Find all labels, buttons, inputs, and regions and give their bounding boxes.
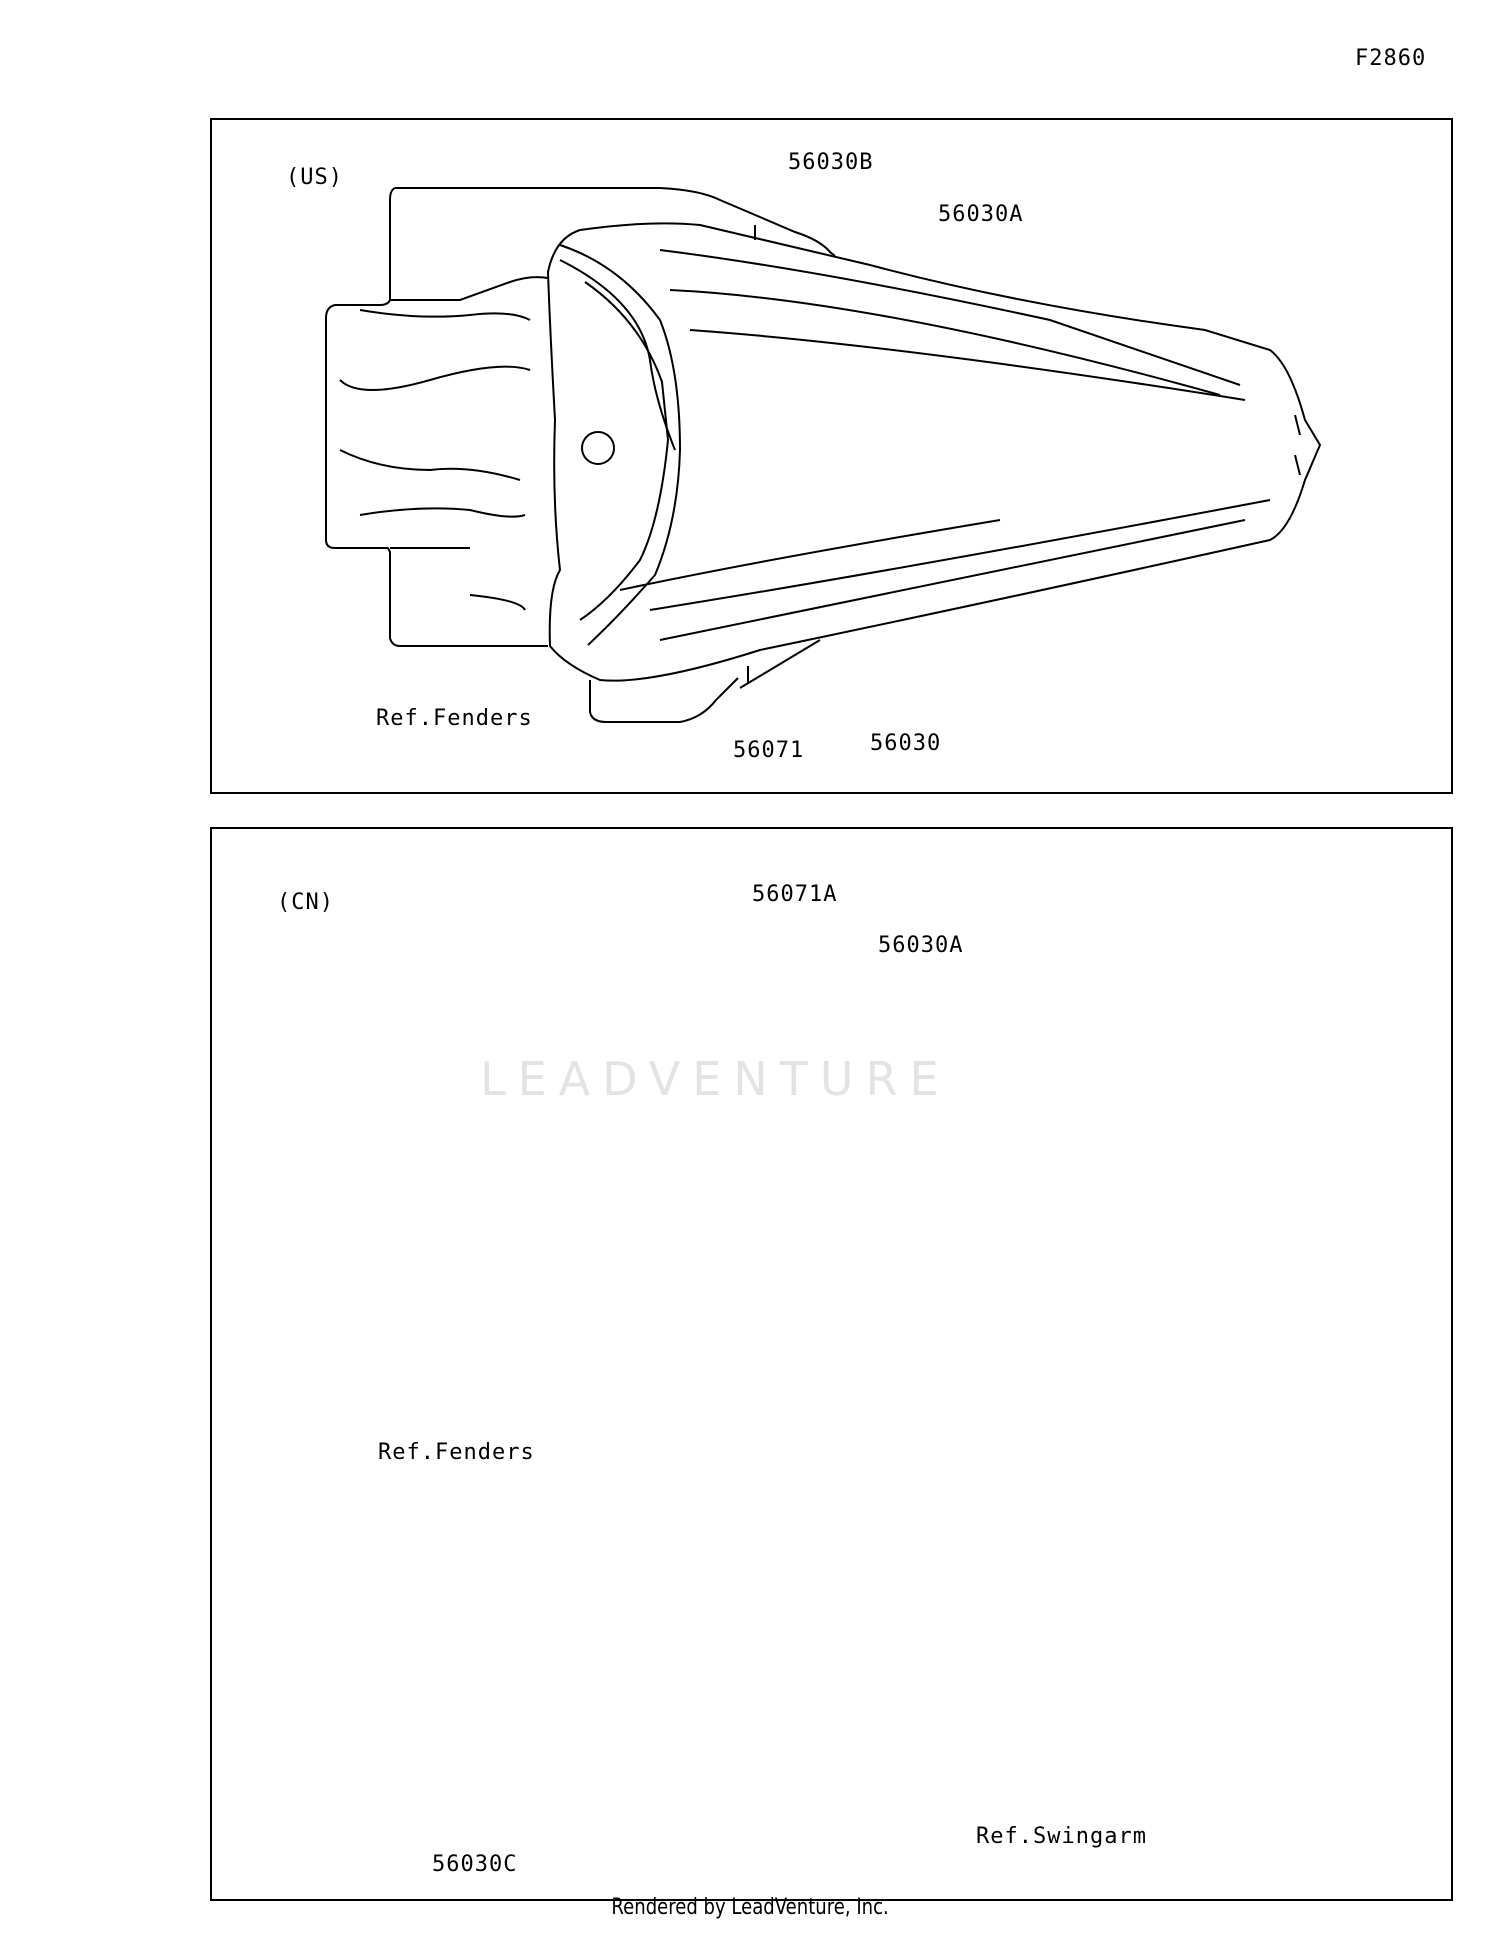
footer-text: Rendered by LeadVenture, Inc. <box>611 1895 889 1920</box>
ref-swingarm-label: Ref.Swingarm <box>976 1824 1147 1849</box>
region-label-cn: (CN) <box>277 890 334 915</box>
part-label-56030C: 56030C <box>432 1852 518 1877</box>
region-label-us: (US) <box>286 165 343 190</box>
ref-fenders-label: Ref.Fenders <box>376 706 533 731</box>
part-label-56030: 56030 <box>870 731 942 756</box>
part-label-56071A: 56071A <box>752 882 838 907</box>
ref-fenders-label-cn: Ref.Fenders <box>378 1440 535 1465</box>
footer-credit: Rendered by LeadVenture, Inc. <box>0 1895 1500 1920</box>
watermark: LEADVENTURE <box>480 1052 951 1106</box>
us-panel <box>210 118 1453 794</box>
cn-panel <box>210 827 1453 1901</box>
part-label-56030B: 56030B <box>788 150 874 175</box>
part-label-56030A-cn: 56030A <box>878 933 964 958</box>
figure-id: F2860 <box>1355 46 1427 71</box>
part-label-56071: 56071 <box>733 738 805 763</box>
part-label-56030A: 56030A <box>938 202 1024 227</box>
